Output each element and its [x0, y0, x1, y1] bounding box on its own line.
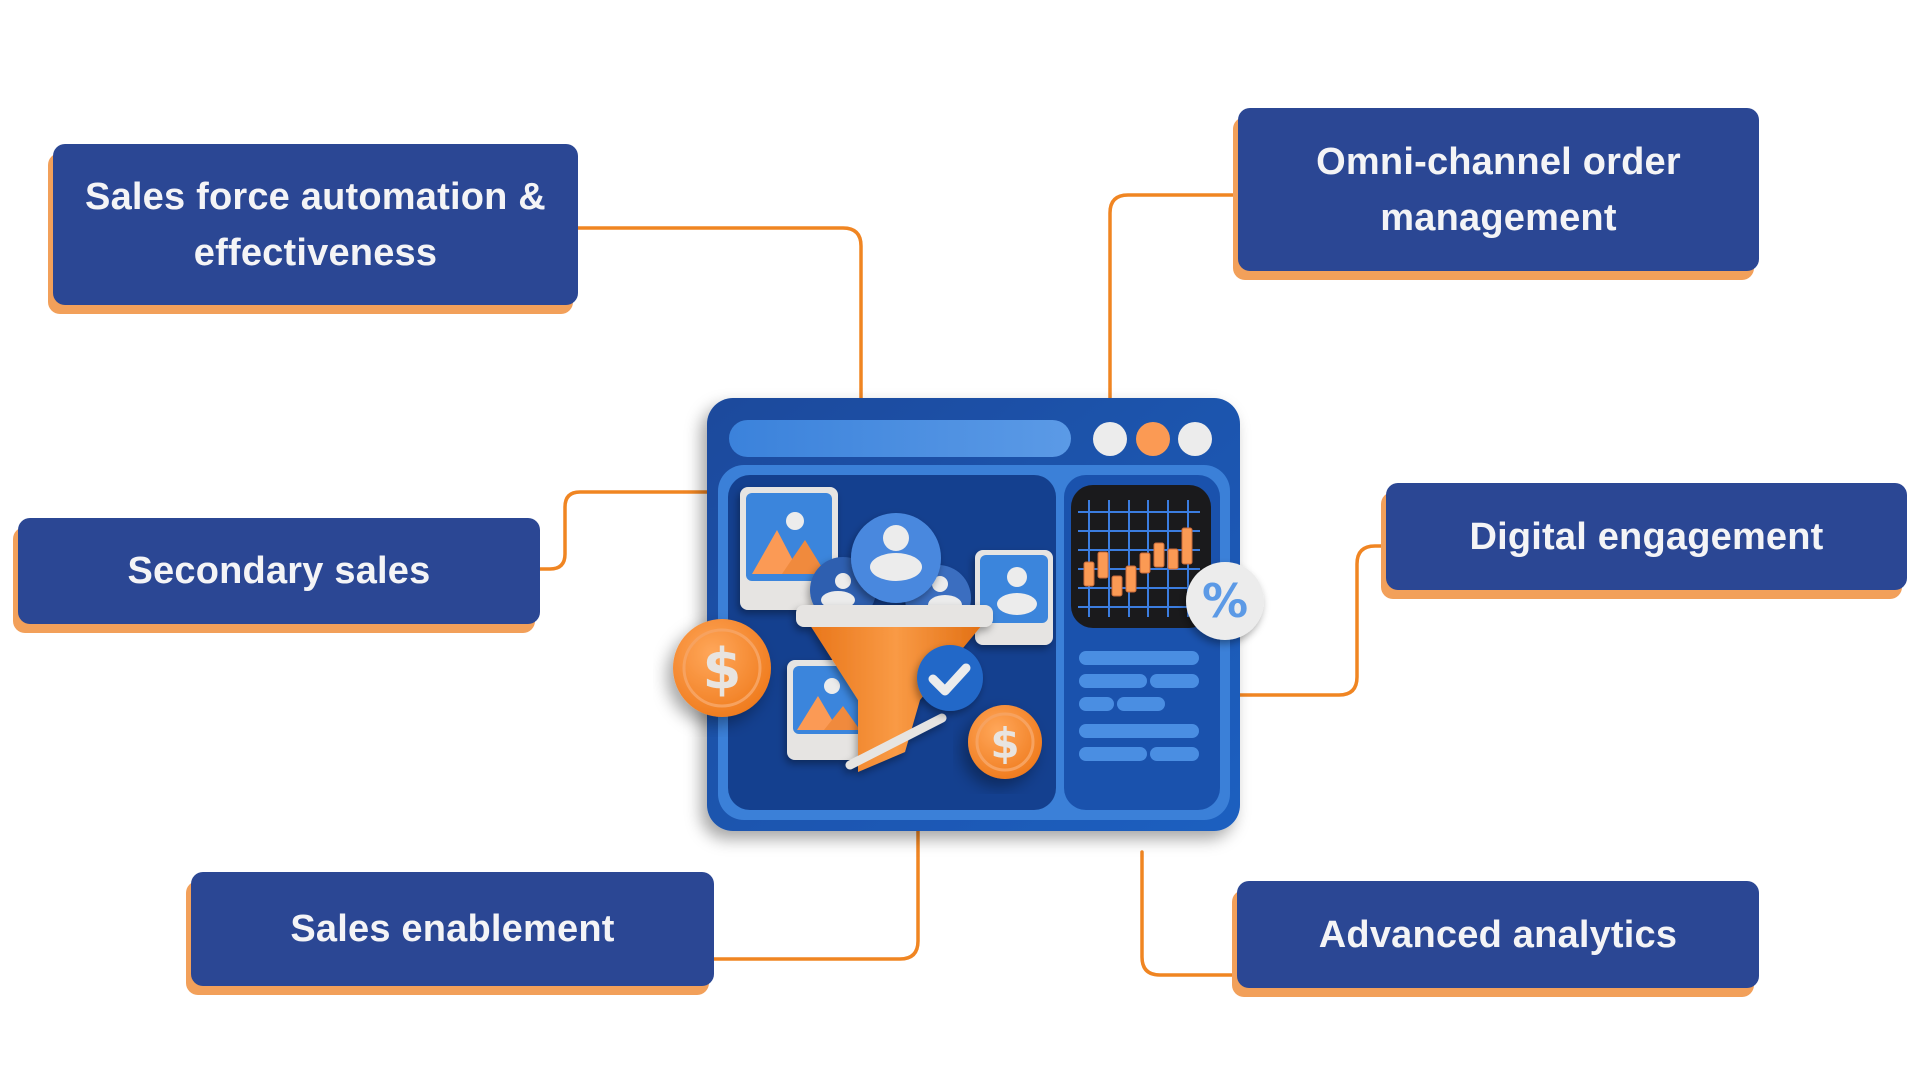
candle — [1097, 551, 1109, 579]
address-bar — [729, 420, 1071, 457]
connector-sfa — [576, 226, 863, 400]
candle — [1111, 575, 1123, 597]
node-secondary-sales: Secondary sales — [18, 518, 540, 624]
candlestick-chart-icon — [1071, 485, 1211, 628]
connector-ena — [712, 829, 920, 961]
node-omni-channel-order-management: Omni-channel order management — [1238, 108, 1759, 271]
node-sales-force-automation: Sales force automation & effectiveness — [53, 144, 578, 305]
window-dot — [1136, 422, 1170, 456]
dollar-coin-icon: $ — [673, 619, 771, 717]
node-advanced-analytics: Advanced analytics — [1237, 881, 1759, 988]
node-label: Digital engagement — [1469, 515, 1824, 558]
candle — [1083, 561, 1095, 587]
node-sales-enablement: Sales enablement — [191, 872, 714, 986]
svg-text:%: % — [1202, 574, 1248, 628]
node-label: Advanced analytics — [1318, 913, 1678, 956]
percent-badge-icon: % — [1186, 562, 1264, 640]
svg-text:$: $ — [703, 637, 742, 702]
node-label: Secondary sales — [127, 550, 431, 592]
dollar-coin-icon: $ — [968, 705, 1042, 779]
node-label: Omni-channel order management — [1316, 140, 1681, 239]
connector-dig — [1238, 544, 1388, 697]
check-badge-icon — [917, 645, 983, 711]
candle — [1139, 552, 1151, 574]
user-card-icon — [975, 550, 1053, 645]
candle — [1167, 548, 1179, 570]
candle — [1153, 542, 1165, 568]
window-dot — [1178, 422, 1212, 456]
text-lines-icon — [1079, 651, 1199, 761]
candle — [1181, 527, 1193, 565]
connector-sec — [538, 490, 709, 571]
connector-adv — [1140, 850, 1239, 977]
connector-omni — [1108, 193, 1240, 400]
window-dot — [1093, 422, 1127, 456]
node-label: Sales enablement — [290, 908, 615, 950]
candle — [1125, 565, 1137, 593]
node-label: Sales force automation & effectiveness — [85, 175, 546, 274]
node-digital-engagement: Digital engagement — [1386, 483, 1907, 590]
svg-text:$: $ — [990, 719, 1019, 768]
